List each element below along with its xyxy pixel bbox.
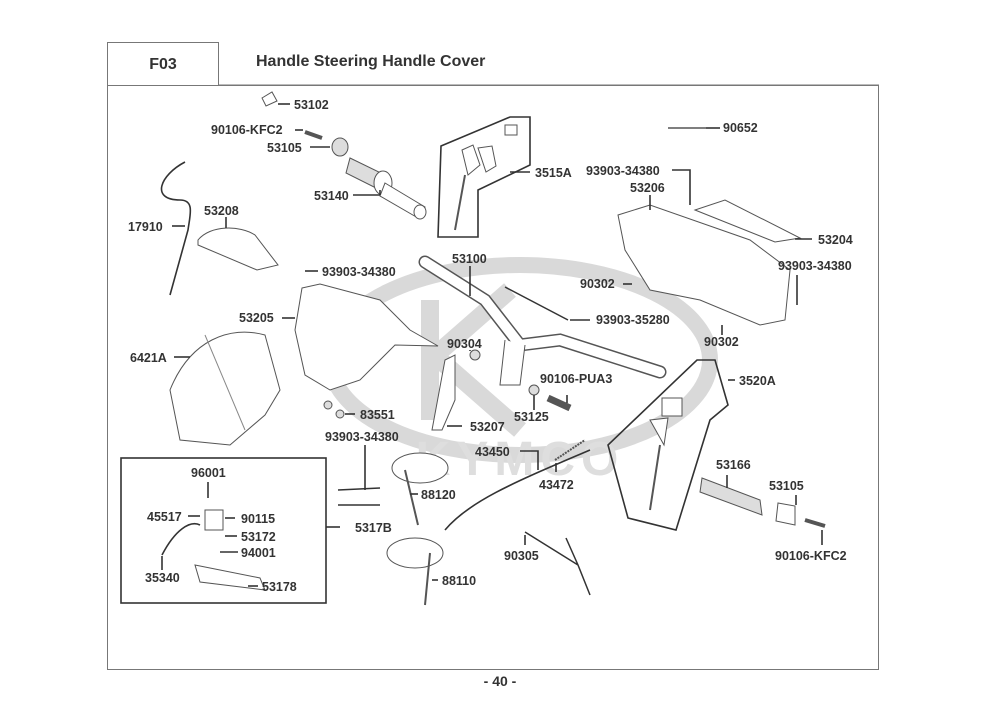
part-88120-shape	[391, 452, 449, 484]
part-label-53178: 53178	[262, 580, 297, 594]
part-label-53208: 53208	[204, 204, 239, 218]
part-label-53206: 53206	[630, 181, 665, 195]
part-label-88110: 88110	[442, 574, 476, 588]
part-53207-shape	[431, 354, 456, 431]
part-label-45517: 45517	[147, 510, 182, 524]
part-53205-shape	[294, 283, 439, 391]
part-90106-PUA3-shape	[546, 394, 572, 412]
part-bolt-right-shape	[804, 518, 826, 528]
part-label-3515A: 3515A	[535, 166, 572, 180]
part-label-88120: 88120	[421, 488, 456, 502]
part-label-90305: 90305	[504, 549, 539, 563]
part-label-43472: 43472	[539, 478, 574, 492]
part-label-53105-right: 53105	[769, 479, 804, 493]
part-label-90304: 90304	[447, 337, 482, 351]
part-label-93903-34380-right: 93903-34380	[778, 259, 852, 273]
part-label-53100: 53100	[452, 252, 487, 266]
part-88110-shape	[386, 537, 444, 569]
part-17910-cable	[160, 161, 192, 296]
part-label-6421A: 6421A	[130, 351, 167, 365]
part-label-5317B: 5317B	[355, 521, 392, 535]
part-53102-shape	[261, 91, 278, 107]
part-53105-right-shape	[775, 502, 796, 526]
part-label-17910: 17910	[128, 220, 163, 234]
part-label-90652: 90652	[723, 121, 758, 135]
part-53208-shape	[197, 227, 279, 271]
leader-lines	[161, 103, 823, 587]
page-number: - 40 -	[483, 673, 517, 689]
part-label-90115: 90115	[241, 512, 275, 526]
part-label-93903-35280: 93903-35280	[596, 313, 670, 327]
part-90304-shape	[469, 349, 481, 361]
part-label-53102: 53102	[294, 98, 329, 112]
part-53125-shape	[528, 384, 540, 396]
part-53105-left-shape	[331, 137, 349, 157]
part-53206-shape	[617, 204, 791, 326]
part-label-35340: 35340	[145, 571, 180, 585]
part-label-94001: 94001	[241, 546, 276, 560]
part-label-3520A: 3520A	[739, 374, 776, 388]
part-label-90106-PUA3: 90106-PUA3	[540, 372, 612, 386]
part-label-90106-kfc2-left: 90106-KFC2	[211, 123, 283, 137]
part-label-90302-bottom: 90302	[704, 335, 739, 349]
part-label-53204: 53204	[818, 233, 853, 247]
part-label-90302-top: 90302	[580, 277, 615, 291]
part-3515A-box	[437, 116, 531, 238]
part-label-96001: 96001	[191, 466, 226, 480]
part-bolt-left-shape	[304, 130, 323, 140]
part-label-93903-34380-lower: 93903-34380	[325, 430, 399, 444]
part-35340-hose	[161, 523, 201, 556]
section-code-text: F03	[149, 55, 177, 73]
part-93903-35280-shape	[504, 286, 569, 321]
part-label-53207: 53207	[470, 420, 505, 434]
part-label-93903-34380-top: 93903-34380	[586, 164, 660, 178]
part-label-43450: 43450	[475, 445, 510, 459]
part-53204-shape	[693, 199, 802, 243]
part-83551-shape	[323, 400, 333, 410]
part-5317B-inset-box	[120, 457, 327, 604]
part-label-90106-kfc2-right: 90106-KFC2	[775, 549, 847, 563]
part-53172-shape	[204, 509, 224, 531]
part-label-83551: 83551	[360, 408, 395, 422]
part-label-53205: 53205	[239, 311, 274, 325]
part-label-93903-34380-mid: 93903-34380	[322, 265, 396, 279]
part-53166-shape	[699, 477, 763, 516]
part-label-53172: 53172	[241, 530, 276, 544]
part-label-53105-left: 53105	[267, 141, 302, 155]
part-43450-cable	[444, 449, 591, 531]
page-title: Handle Steering Handle Cover	[256, 53, 486, 70]
part-53178-shape	[194, 564, 266, 591]
part-6421A-shape	[169, 331, 281, 446]
watermark-text: KYMCO	[416, 433, 625, 486]
part-90305-shape	[524, 531, 591, 596]
part-label-53140: 53140	[314, 189, 349, 203]
part-3520A-box	[607, 359, 729, 531]
section-code: F03	[107, 42, 219, 86]
part-label-53166: 53166	[716, 458, 751, 472]
part-label-53125: 53125	[514, 410, 549, 424]
